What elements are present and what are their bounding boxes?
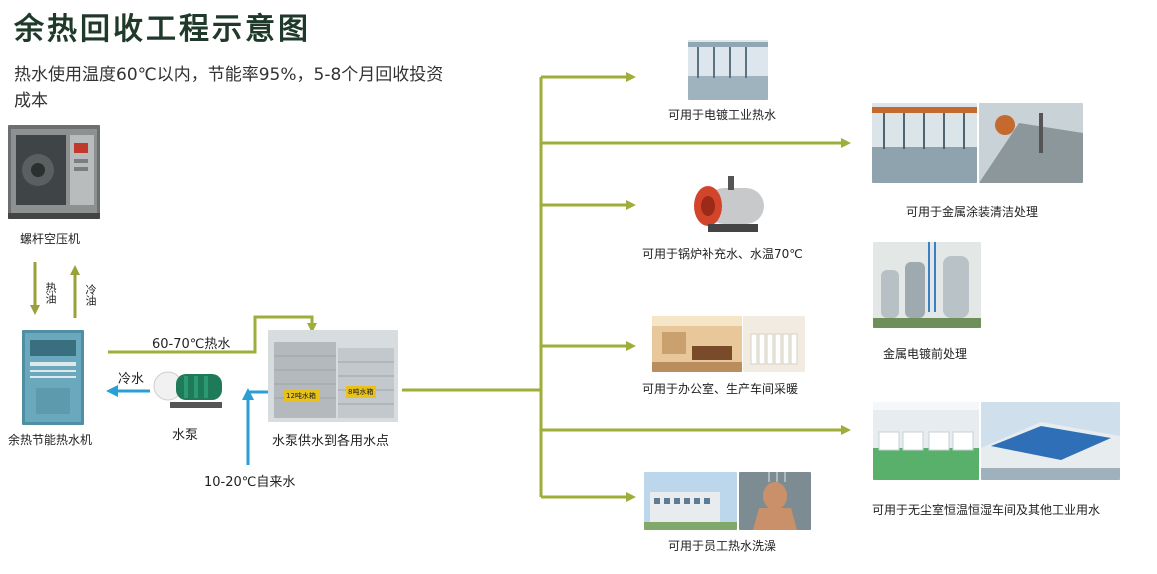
cleanroom-image-2 xyxy=(981,402,1120,480)
page-subtitle: 热水使用温度60℃以内，节能率95%，5-8个月回收投资成本 xyxy=(14,65,444,111)
compressor-label: 螺杆空压机 xyxy=(20,232,81,246)
electroplating-image xyxy=(688,40,768,100)
pretreatment-image xyxy=(873,242,981,328)
page-title: 余热回收工程示意图 xyxy=(14,12,311,47)
pump-label: 水泵 xyxy=(172,428,199,443)
use-label-7: 可用于员工热水洗澡 xyxy=(668,539,777,553)
tank-tag-2: 8吨水箱 xyxy=(348,388,374,396)
cold-water-label: 冷水 xyxy=(118,372,145,387)
tank-label: 水泵供水到各用水点 xyxy=(272,434,390,449)
shower-image-2 xyxy=(739,472,811,530)
tap-water-line xyxy=(246,390,268,465)
tap-water-label: 10-20℃自来水 xyxy=(204,475,296,490)
hot-oil-label: 热油 xyxy=(44,282,57,304)
office-heating-image-1 xyxy=(652,316,742,372)
office-heating-image-2 xyxy=(743,316,805,372)
heat-machine-label: 余热节能热水机 xyxy=(8,433,93,447)
water-tank-image xyxy=(268,330,398,422)
shower-image-1 xyxy=(644,472,737,530)
hot-water-label: 60-70℃热水 xyxy=(152,337,231,352)
boiler-image xyxy=(688,172,768,238)
heat-machine-image xyxy=(22,330,84,425)
metal-coating-image-1 xyxy=(872,103,977,183)
tank-tag-1: 12吨水箱 xyxy=(286,392,316,400)
cold-oil-label: 冷油 xyxy=(84,284,97,306)
compressor-image xyxy=(8,125,100,219)
use-label-5: 可用于办公室、生产车间采暖 xyxy=(642,382,799,396)
cleanroom-image-1 xyxy=(873,402,979,480)
use-label-4: 金属电镀前处理 xyxy=(883,347,968,361)
use-label-3: 可用于锅炉补充水、水温70℃ xyxy=(642,247,803,261)
pump-image xyxy=(150,362,230,414)
metal-coating-image-2 xyxy=(979,103,1083,183)
use-label-6: 可用于无尘室恒温恒湿车间及其他工业用水 xyxy=(872,503,1101,517)
use-label-2: 可用于金属涂装清洁处理 xyxy=(906,205,1039,219)
use-label-1: 可用于电镀工业热水 xyxy=(668,108,777,122)
hot-water-line xyxy=(108,315,317,354)
